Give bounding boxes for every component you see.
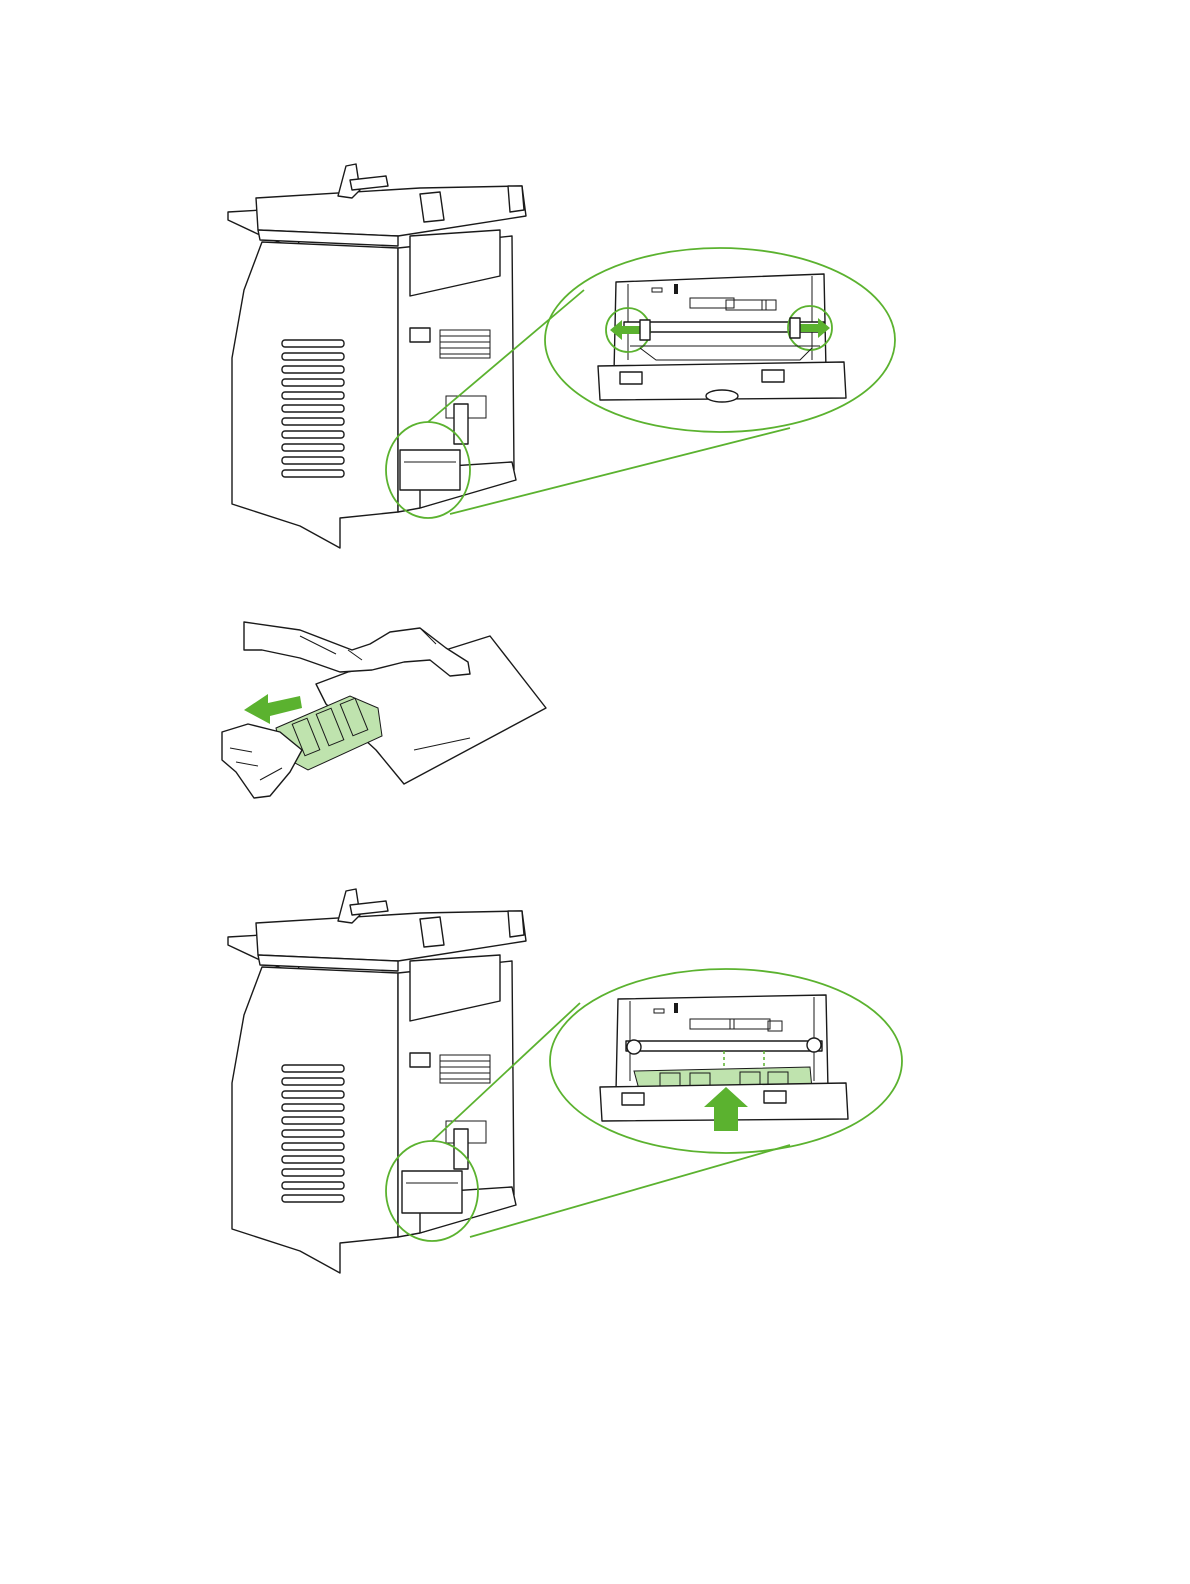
pull-out-arrow-icon — [244, 694, 302, 724]
zoom-bubble-dimm-slot — [545, 248, 895, 432]
figure-insert-dimm — [0, 875, 1190, 1295]
figure-remove-dimm-from-bag — [0, 600, 1190, 810]
zoom-bubble-dimm-insertion — [550, 969, 902, 1153]
dimm-slot-cover-detail-small — [400, 450, 460, 490]
power-switch-icon — [410, 1053, 430, 1067]
printer-rear-unlock-dimm-latches-illustration — [0, 150, 1190, 560]
power-switch-icon — [410, 328, 430, 342]
left-latch — [627, 1040, 641, 1054]
right-latch — [807, 1038, 821, 1052]
printer-body — [228, 889, 526, 1273]
dimm-slot-cover-detail-small — [402, 1171, 462, 1213]
side-vent-grille — [282, 340, 344, 477]
printer-rear-insert-dimm-illustration — [0, 875, 1190, 1295]
side-vent-grille — [282, 1065, 344, 1202]
remove-dimm-from-antistatic-bag-illustration — [0, 600, 1190, 810]
printer-body — [228, 164, 526, 548]
figure-open-dimm-latches — [0, 150, 1190, 560]
